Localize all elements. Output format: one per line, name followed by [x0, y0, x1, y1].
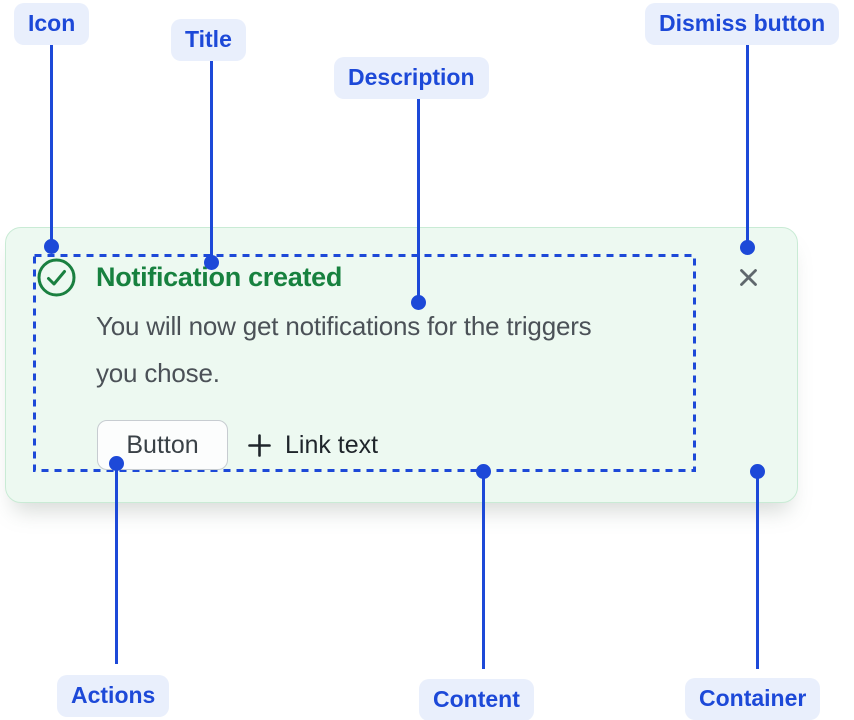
connector-dot	[411, 295, 426, 310]
label-content: Content	[419, 679, 534, 720]
connector-dismiss	[740, 44, 755, 255]
connector-title	[204, 61, 219, 270]
label-actions: Actions	[57, 675, 170, 717]
action-link-label: Link text	[285, 430, 379, 459]
connector-dot	[740, 240, 755, 255]
flag-description-line: you chose.	[96, 358, 220, 388]
connector-dot	[476, 464, 491, 479]
connector-dot	[44, 239, 59, 254]
connector-dot	[750, 464, 765, 479]
check-circle-icon	[36, 257, 77, 298]
dismiss-button[interactable]	[731, 260, 765, 294]
label-description: Description	[334, 57, 489, 99]
flag-description: You will now get notifications for the t…	[96, 303, 592, 397]
flag-description-line: You will now get notifications for the t…	[96, 311, 592, 341]
connector-actions	[109, 456, 124, 664]
plus-icon	[247, 433, 272, 458]
label-container: Container	[685, 678, 821, 720]
label-title: Title	[171, 19, 246, 61]
label-dismiss-button: Dismiss button	[645, 3, 840, 45]
connector-content	[476, 464, 491, 669]
connector-dot	[109, 456, 124, 471]
connector-dot	[204, 255, 219, 270]
flag-title: Notification created	[96, 262, 343, 292]
connector-icon	[44, 44, 59, 254]
label-icon: Icon	[14, 3, 90, 45]
connector-container	[750, 464, 765, 669]
connector-description	[411, 99, 426, 310]
action-link[interactable]: Link text	[247, 420, 378, 470]
close-icon	[734, 263, 763, 292]
